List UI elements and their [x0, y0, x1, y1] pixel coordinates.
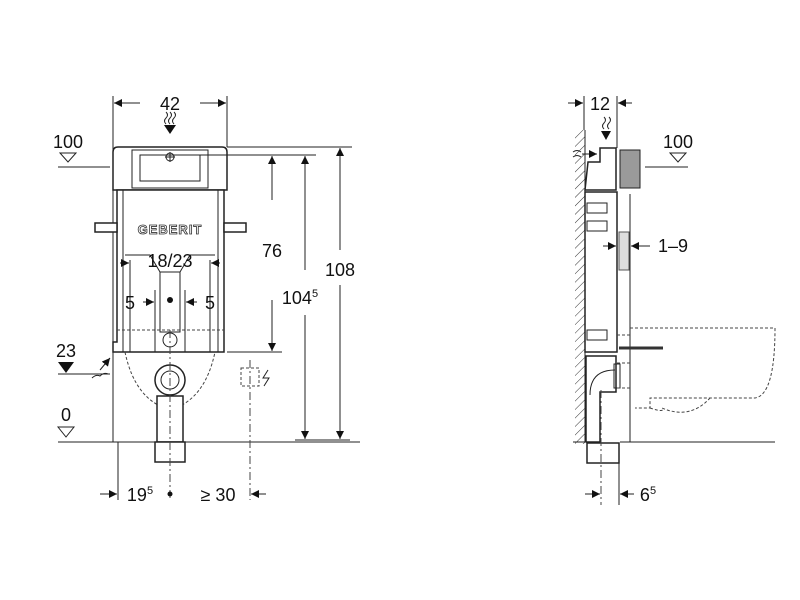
- bottom-right-dim-label: ≥ 30: [201, 485, 236, 505]
- bottom-left-dim-label: 195: [127, 485, 153, 505]
- electrical-icon: [262, 369, 270, 387]
- front-view: 42 100 GEBERIT: [53, 94, 360, 505]
- width-label: 42: [160, 94, 180, 114]
- mounting-bracket-right: [223, 222, 247, 233]
- frame-body: [112, 189, 225, 353]
- level-23-label: 23: [56, 341, 76, 361]
- inspection-opening: [131, 149, 209, 189]
- height-104-label: 1045: [282, 288, 318, 308]
- bottom-dim-side-label: 65: [640, 485, 656, 505]
- cistern-side: [584, 147, 617, 191]
- flush-plate: [619, 149, 641, 189]
- water-connection-icon: [91, 372, 109, 379]
- water-supply-icon: [164, 111, 176, 134]
- plate-range-label: 1–9: [658, 236, 688, 256]
- side-water-icon: [572, 150, 582, 158]
- water-supply-icon: [601, 131, 611, 140]
- height-108-label: 108: [325, 260, 355, 280]
- side-view: 12 100 1–9: [568, 94, 776, 505]
- water-level-100: 100: [53, 132, 110, 168]
- drain-bend-side: [585, 355, 617, 443]
- cistern-top: [112, 146, 228, 191]
- level-0-triangle-icon: [56, 426, 76, 438]
- mounting-bracket-left: [94, 222, 118, 233]
- level-filled-triangle-icon: [58, 362, 74, 373]
- depth-label: 12: [590, 94, 610, 114]
- center-point: [167, 297, 173, 303]
- level-0-label: 0: [61, 405, 71, 425]
- offset-left-label: 5: [125, 293, 135, 313]
- drain-pipe: [156, 395, 184, 443]
- wall-hatch: [575, 130, 585, 444]
- level-100-label: 100: [53, 132, 83, 152]
- side-level-100-label: 100: [663, 132, 693, 152]
- toilet-bowl-outline: [630, 327, 776, 413]
- frame-side: [584, 191, 618, 353]
- spacing-label: 18/23: [147, 251, 192, 271]
- height-76-label: 76: [262, 241, 282, 261]
- level-triangle-icon: [58, 152, 78, 163]
- actuator-panel: [618, 231, 630, 271]
- brand-logo: GEBERIT: [138, 222, 203, 237]
- side-level-triangle-icon: [668, 152, 688, 163]
- electrical-box: [240, 367, 260, 387]
- offset-right-label: 5: [205, 293, 215, 313]
